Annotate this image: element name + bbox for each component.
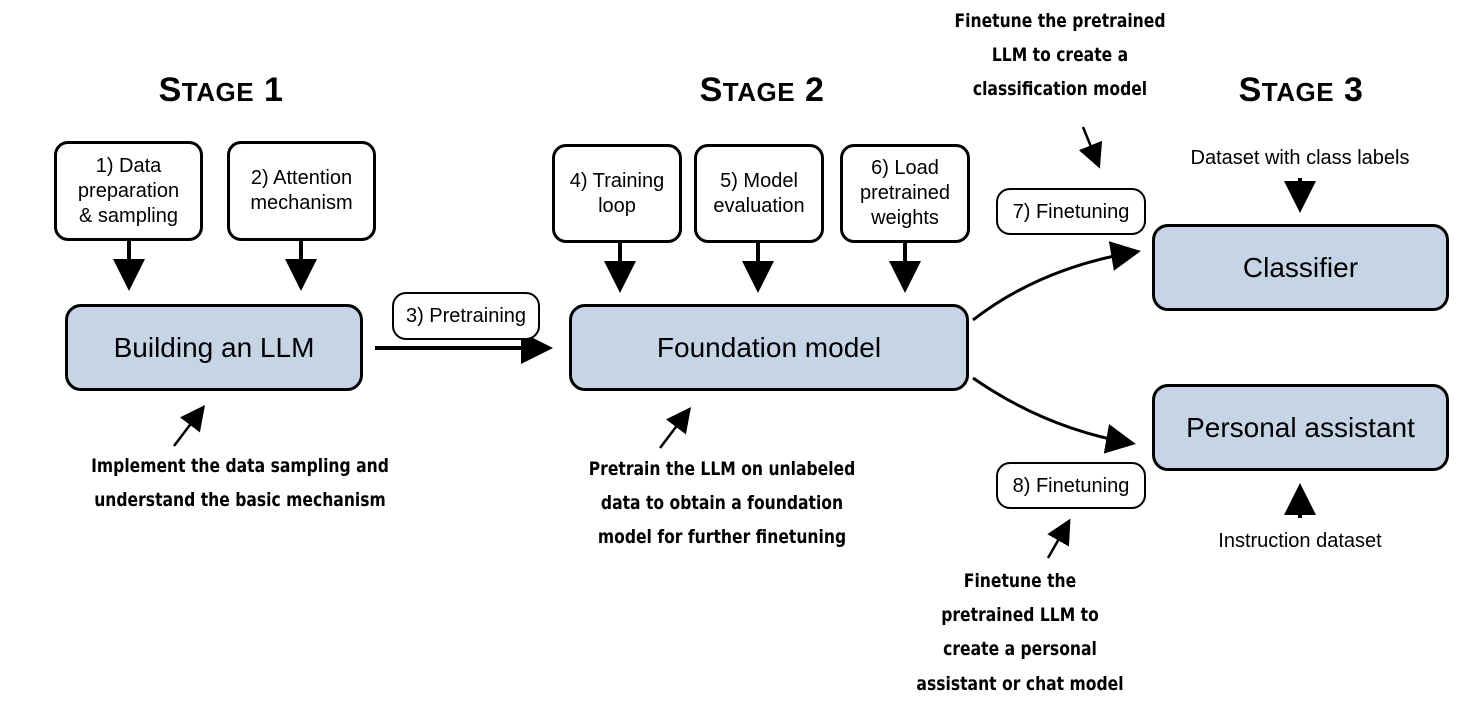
building-an-llm-box: Building an LLM [65,304,363,391]
step-attention-line2: mechanism [250,192,353,214]
step-attention-mechanism: 2) Attention mechanism [227,141,376,241]
step-load-line1: 6) Load [871,157,939,179]
step-attention-line1: 2) Attention [250,167,353,189]
stage-1-heading: STAGE 1 [158,71,284,109]
dataset-class-labels: Dataset with class labels [1190,147,1410,169]
arrow-finetune-classifier [972,241,1141,322]
pretraining-label: 3) Pretraining [392,292,540,340]
step-data-prep-line1: 1) Data [95,154,162,177]
arrow-finetune-assistant [972,376,1136,454]
pointer-assistant-note [1046,518,1071,559]
building-an-llm-label: Building an LLM [113,332,315,363]
pointer-stage2-note [659,407,692,449]
step-training-line2: loop [598,194,636,217]
pointer-stage1-note [173,405,206,447]
instruction-dataset: Instruction dataset [1218,530,1382,552]
step-load-line2: pretrained [859,182,951,204]
personal-assistant-box: Personal assistant [1152,384,1449,471]
step-data-prep-line3: & sampling [79,204,178,227]
classifier-box: Classifier [1152,224,1449,311]
stage1-note: Implement the data sampling and understa… [91,455,389,512]
foundation-model-label: Foundation model [656,332,882,363]
stage2-note: Pretrain the LLM on unlabeled data to ob… [588,458,856,549]
step-eval-line1: 5) Model [720,169,798,192]
classification-note: Finetune the pretrained LLM to create a … [954,10,1166,101]
stage-2-heading: STAGE 2 [699,71,825,109]
finetuning-8-label: 8) Finetuning [996,462,1146,509]
step-eval-line2: evaluation [713,194,805,217]
step-data-prep-line2: preparation [77,179,180,202]
pointer-classify-note [1078,126,1103,169]
step-training-line1: 4) Training [569,169,665,192]
step-load-pretrained-weights: 6) Load pretrained weights [840,144,970,243]
classifier-label: Classifier [1242,252,1359,283]
step-load-line3: weights [871,207,939,229]
personal-assistant-label: Personal assistant [1186,412,1415,443]
assistant-note: Finetune the pretrained LLM to create a … [916,570,1124,695]
stage-3-heading: STAGE 3 [1238,71,1364,109]
finetuning-7-label: 7) Finetuning [996,188,1146,235]
foundation-model-box: Foundation model [569,304,969,391]
